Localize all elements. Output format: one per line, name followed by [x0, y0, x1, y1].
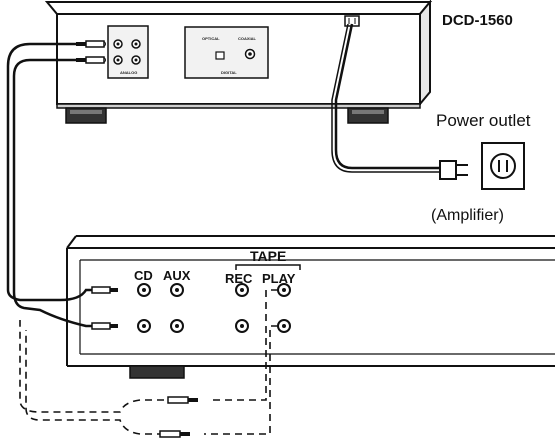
coaxial-output-jack-pin [248, 52, 252, 56]
analog-jack-r2-pin [134, 58, 138, 62]
power-outlet: Power outlet (Amplifier) [431, 111, 531, 224]
audio-cable-lower [12, 58, 92, 328]
tape-plug-upper-boot [188, 398, 198, 402]
label-coaxial: COAXIAL [238, 36, 257, 41]
amp-cd-plug-lower [91, 322, 111, 330]
optical-output-jack [215, 51, 225, 60]
amp-foot [129, 365, 185, 379]
tape-cable-dashed [19, 289, 278, 435]
tape-cable-left-upper [19, 320, 164, 413]
label-digital: DIGITAL [221, 70, 237, 75]
cd-player: ANALOG OPTICAL COAXIAL DIGITAL [44, 0, 433, 124]
label-analog: ANALOG [120, 70, 137, 75]
tape-play-label: PLAY [262, 271, 296, 286]
cd-player-base [56, 103, 421, 109]
cd-player-foot-right-highlight [352, 110, 384, 114]
amplifier: CD AUX TAPE REC PLAY [66, 235, 555, 379]
cd-jack-lower-pin [142, 324, 146, 328]
tape-play-jack-lower-pin [282, 324, 286, 328]
power-plug-body [439, 160, 457, 180]
tape-play-jack-upper-pin [282, 288, 286, 292]
aux-jack-upper-pin [175, 288, 179, 292]
amp-top-left-bevel [66, 235, 77, 249]
analog-jack-l2-pin [116, 58, 120, 62]
tape-plug-lower-boot [180, 432, 190, 436]
outlet-receptacle [490, 153, 516, 179]
model-label: DCD-1560 [442, 12, 513, 29]
cd-player-side [419, 0, 431, 107]
analog-jack-l1-pin [116, 42, 120, 46]
amp-jacks-lower [137, 319, 291, 333]
power-cord-line [334, 23, 440, 170]
audio-cable-cd-to-amp [6, 40, 118, 330]
tape-cable-upper-run [212, 289, 278, 401]
cd-plug-lower [85, 56, 105, 64]
amp-cd-plug-upper [91, 286, 111, 294]
tape-cable-lower-run [204, 325, 278, 435]
analog-output-plate [107, 25, 149, 79]
cd-player-top-bevel [44, 1, 433, 15]
tape-plug-upper-body [167, 396, 189, 404]
aux-jack-lower-pin [175, 324, 179, 328]
amp-jacks-upper [137, 283, 291, 297]
power-cord-line-inner [331, 23, 440, 173]
tape-rec-label: REC [225, 271, 253, 286]
power-outlet-label: Power outlet [436, 111, 531, 130]
power-cord [331, 23, 468, 180]
label-optical: OPTICAL [202, 36, 220, 41]
analog-jack-r1-pin [134, 42, 138, 46]
tape-rec-jack-upper-pin [240, 288, 244, 292]
tape-bracket [235, 264, 301, 270]
amp-cd-plug-lower-tip [110, 324, 118, 328]
analog-jacks [100, 39, 141, 65]
tape-cable-left-lower [25, 330, 164, 435]
tape-label: TAPE [250, 248, 286, 264]
tape-plug-lower-body [159, 430, 181, 438]
tape-rec-jack-lower-pin [240, 324, 244, 328]
input-label-aux: AUX [163, 268, 191, 283]
amp-cd-plug-upper-tip [110, 288, 118, 292]
audio-cable-upper [6, 42, 92, 302]
cd-player-foot-left-highlight [70, 110, 102, 114]
cd-plug-lower-boot [76, 58, 86, 62]
cd-plug-upper-boot [76, 42, 86, 46]
input-label-cd: CD [134, 268, 153, 283]
amplifier-label: (Amplifier) [431, 207, 504, 224]
cd-jack-upper-pin [142, 288, 146, 292]
tape-cable-plugs [159, 396, 198, 438]
cd-plug-upper [85, 40, 105, 48]
